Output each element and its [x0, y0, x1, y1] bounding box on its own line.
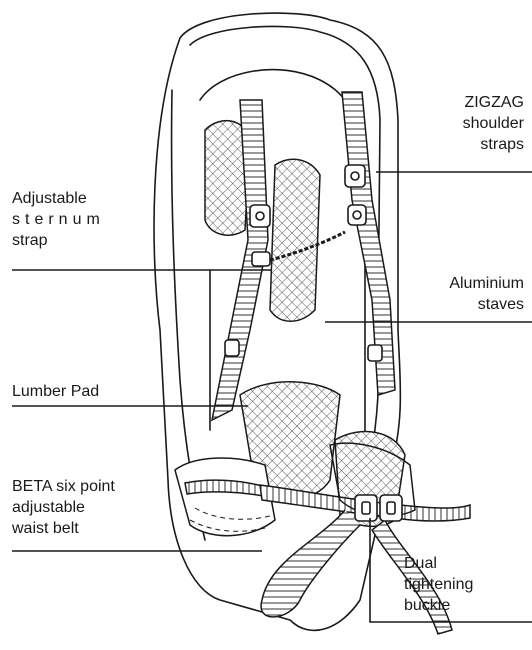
label-line: shoulder	[400, 113, 524, 134]
label-line: tightening	[404, 574, 473, 595]
label-zigzag-shoulder-straps: ZIGZAG shoulder straps	[400, 92, 524, 155]
upper-mesh-pad-center	[270, 159, 320, 321]
label-line: Adjustable	[12, 188, 105, 209]
label-lumber-pad: Lumber Pad	[12, 381, 99, 402]
label-line: ZIGZAG	[400, 92, 524, 113]
label-line: BETA six point	[12, 476, 115, 497]
label-line: sternum	[12, 209, 105, 230]
label-line: Aluminium	[400, 273, 524, 294]
label-waist-belt: BETA six point adjustable waist belt	[12, 476, 115, 539]
label-line: adjustable	[12, 497, 115, 518]
label-line: Dual	[404, 553, 473, 574]
sternum-buckle	[252, 252, 270, 266]
label-aluminium-staves: Aluminium staves	[400, 273, 524, 315]
label-adjustable-sternum-strap: Adjustable sternum strap	[12, 188, 105, 251]
label-dual-tightening-buckle: Dual tightening buckle	[404, 553, 473, 616]
label-line: staves	[400, 294, 524, 315]
waist-belt-wing-left	[175, 458, 275, 536]
label-line: Lumber Pad	[12, 381, 99, 402]
hanging-strap-left	[261, 510, 360, 617]
label-line: buckle	[404, 595, 473, 616]
label-line: waist belt	[12, 518, 115, 539]
label-line: strap	[12, 230, 105, 251]
label-line: straps	[400, 134, 524, 155]
